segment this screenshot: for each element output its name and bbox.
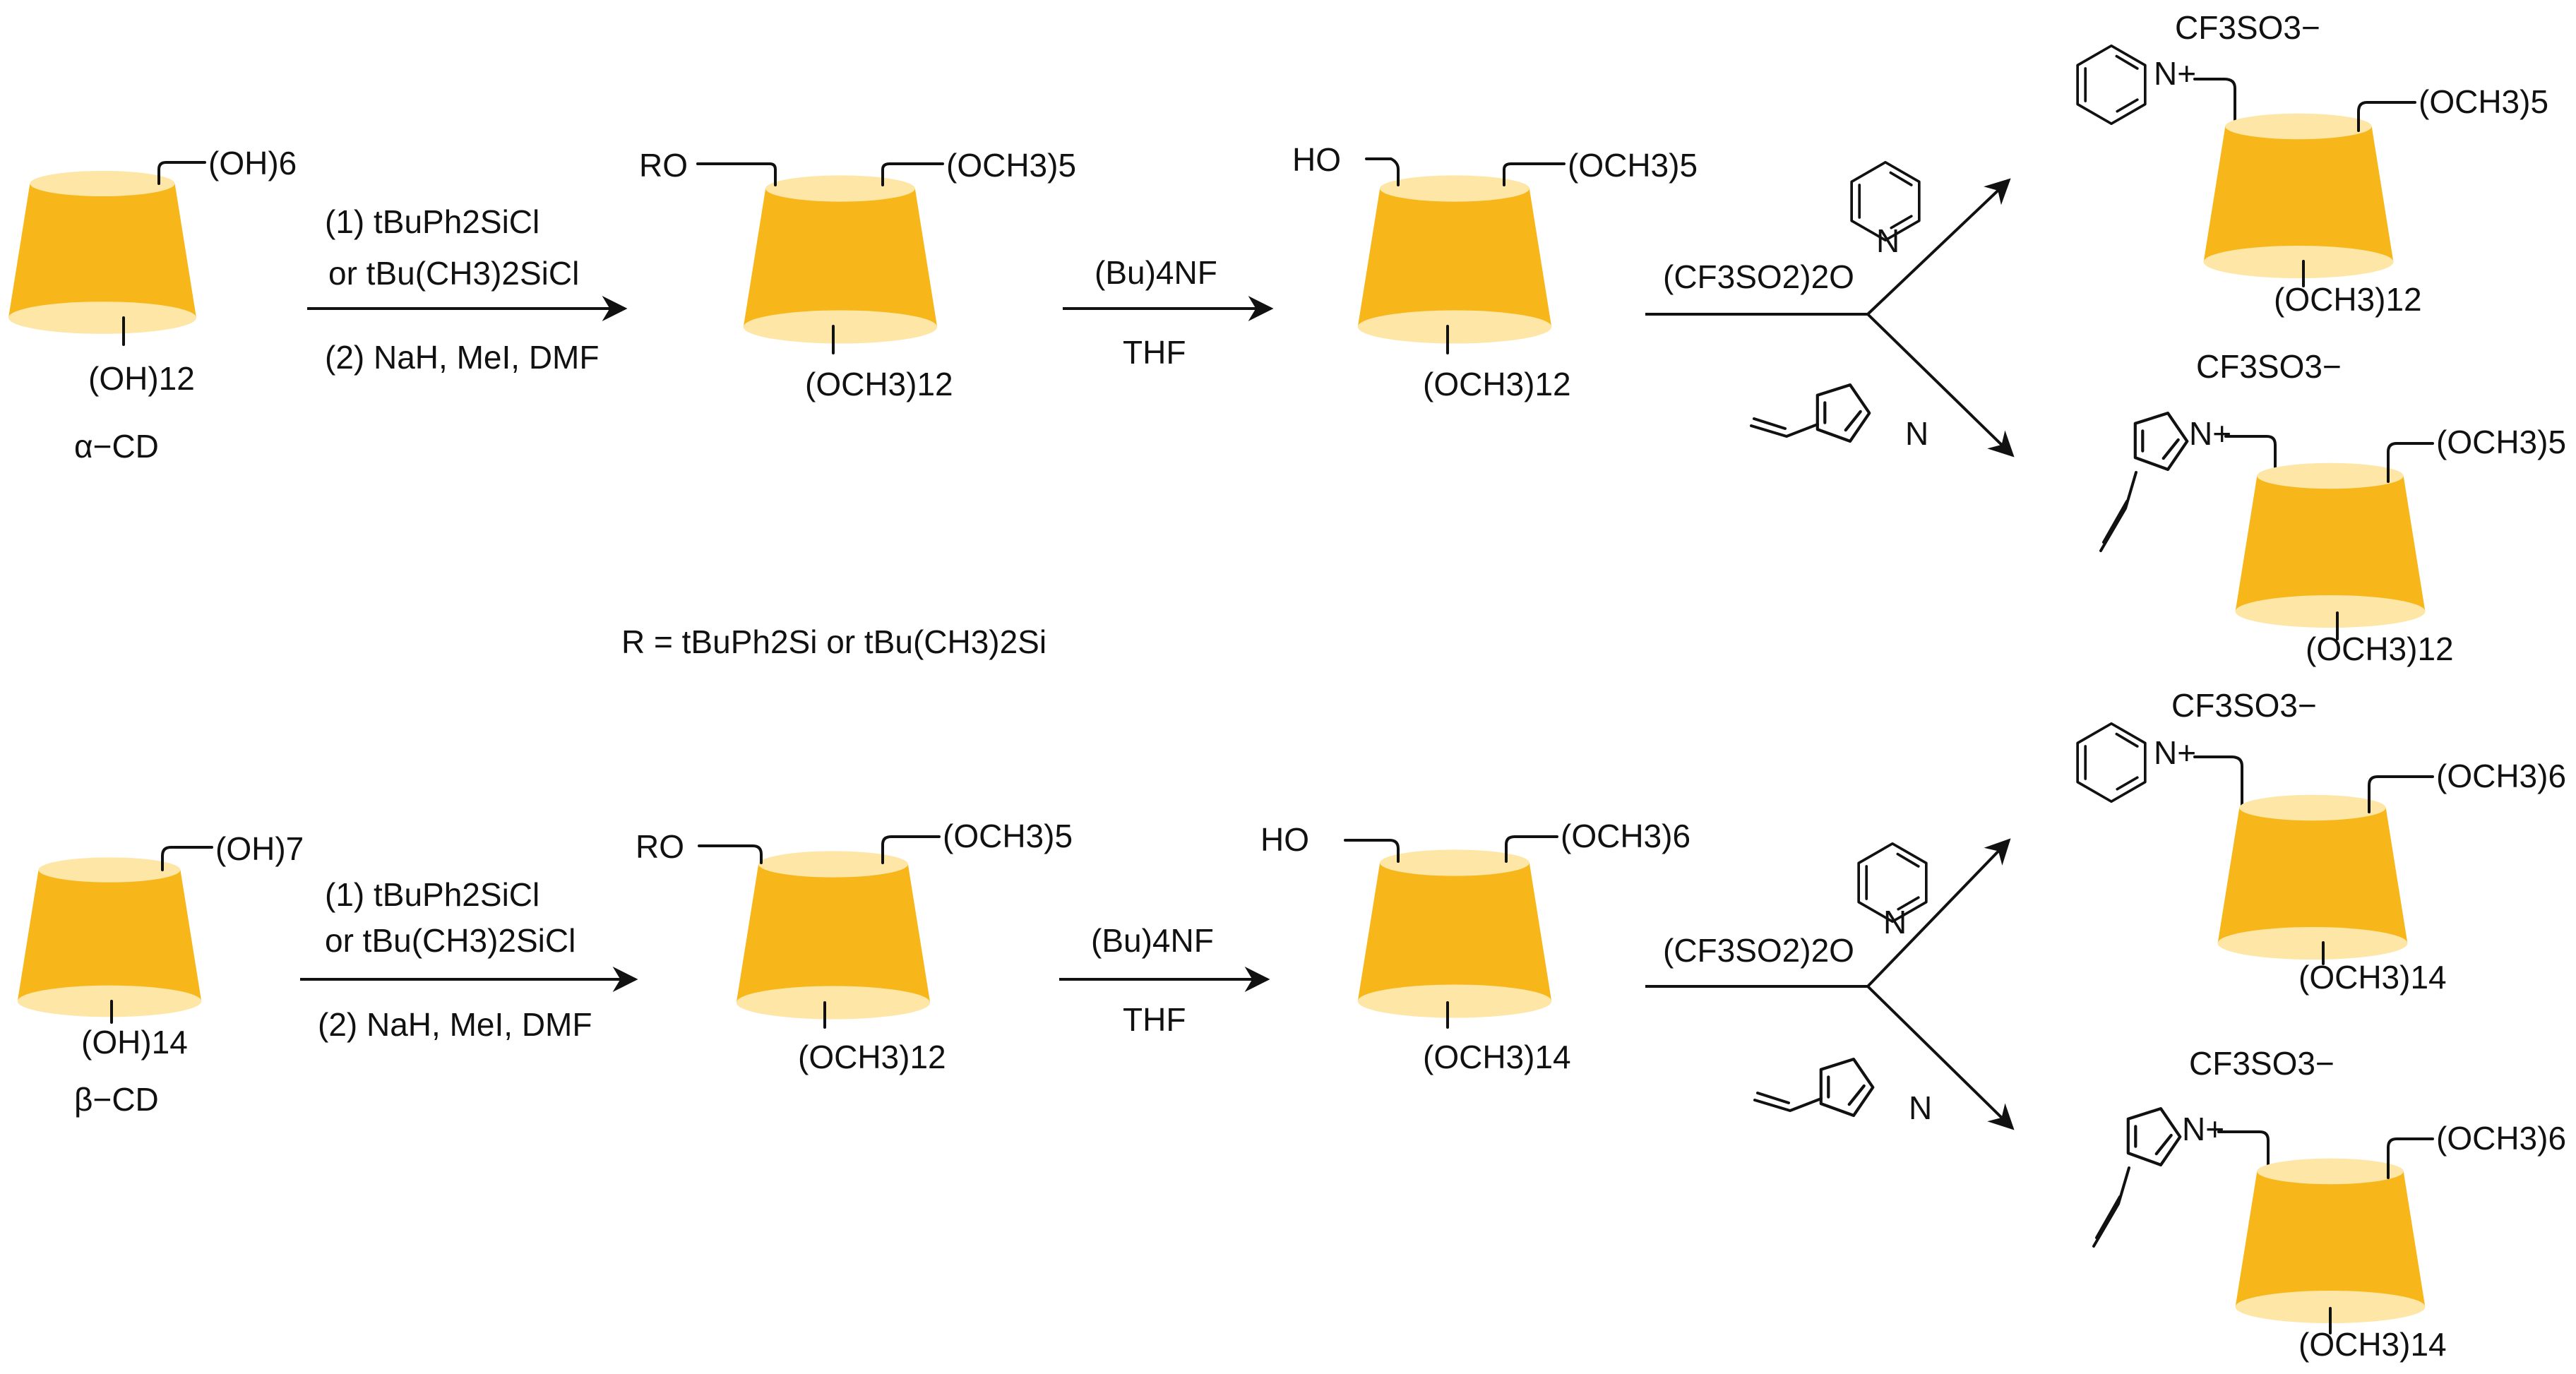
alpha-int2-cone-icon [1357,175,1552,344]
beta-im-cation-label: N+ [2182,1111,2224,1147]
beta-int2-right-label: (OCH3)6 [1561,818,1690,854]
beta-int1-bottom-label: (OCH3)12 [798,1039,946,1075]
alpha-vinylimidazole-reagent-icon: N [1750,385,1928,452]
beta-im-cone-icon [2235,1158,2426,1324]
beta-im-anion-label: CF3SO3− [2189,1045,2334,1082]
beta-pyridinium-product: N+ CF3SO3− (OCH3)6 (OCH3)14 [2076,687,2566,996]
beta-vinylimidazole-reagent-icon: N [1753,1059,1932,1126]
alpha-im-bottom-label: (OCH3)12 [2306,631,2454,667]
alpha-step3-reagent: (CF3SO2)2O [1663,258,1854,295]
beta-py-cation-label: N+ [2154,734,2196,771]
beta-int2-cone-icon [1357,849,1552,1018]
alpha-im-anion-label: CF3SO3− [2196,348,2342,385]
beta-pyridine-reagent-icon: N [1857,842,1928,940]
beta-py-bottom-label: (OCH3)14 [2298,959,2447,996]
alpha-py-bottom-label: (OCH3)12 [2274,281,2422,318]
beta-py-cone-icon [2217,794,2408,960]
alpha-imidazolium-product: N+ CF3SO3− (OCH3)5 (OCH3)12 [2099,348,2566,667]
alpha-py-cone-icon [2203,113,2394,279]
beta-cd-name: β−CD [74,1081,159,1118]
alpha-sm-top-label: (OH)6 [208,145,297,181]
alpha-im-right-label: (OCH3)5 [2436,424,2566,460]
beta-sm-bottom-label: (OH)14 [81,1024,188,1061]
svg-text:N: N [1876,222,1900,259]
beta-int2-left-label: HO [1260,821,1309,858]
beta-step2-solvent: THF [1123,1001,1186,1038]
alpha-int1-right-label: (OCH3)5 [946,147,1076,184]
alpha-py-right-label: (OCH3)5 [2419,83,2548,120]
alpha-cd-name: α−CD [74,428,159,465]
alpha-py-cation-label: N+ [2154,55,2196,92]
alpha-cd-cone-icon [8,170,196,334]
alpha-branch-arrow-imidazolium [1866,313,2015,458]
alpha-int2-right-label: (OCH3)5 [1568,147,1698,184]
beta-int1-right-label: (OCH3)5 [943,818,1073,854]
beta-int2-bottom-label: (OCH3)14 [1423,1039,1571,1075]
beta-step3-reagent: (CF3SO2)2O [1663,932,1854,969]
beta-imidazolium-product: N+ CF3SO3− (OCH3)6 (OCH3)14 [2092,1045,2566,1363]
r-group-definition: R = tBuPh2Si or tBu(CH3)2Si [621,623,1046,660]
beta-step1-reagent-3: (2) NaH, MeI, DMF [318,1006,592,1043]
alpha-int1-bottom-label: (OCH3)12 [805,366,953,402]
alpha-pyridinium-product: N+ CF3SO3− (OCH3)5 (OCH3)12 [2076,9,2548,318]
alpha-step1-reagent-3: (2) NaH, MeI, DMF [325,339,599,376]
alpha-im-cation-label: N+ [2189,415,2231,452]
alpha-row: (OH)6 (OH)12 α−CD (1) tBuPh2SiCl or tBu(… [8,9,2566,667]
alpha-int2-left-label: HO [1292,141,1341,178]
beta-int1-left-label: RO [636,828,684,865]
alpha-py-anion-label: CF3SO3− [2175,9,2320,46]
beta-cd-cone-icon [17,857,202,1017]
alpha-pyridine-reagent-icon: N [1850,160,1921,259]
alpha-int2-bottom-label: (OCH3)12 [1423,366,1571,402]
svg-text:N: N [1883,904,1907,940]
alpha-im-cone-icon [2235,462,2426,628]
alpha-step2-solvent: THF [1123,334,1186,371]
alpha-step1-reagent-1: (1) tBuPh2SiCl [325,203,539,240]
svg-text:N: N [1909,1089,1932,1126]
alpha-int1-left-label: RO [639,147,688,184]
beta-im-bottom-label: (OCH3)14 [2298,1326,2447,1363]
beta-row: (OH)7 (OH)14 β−CD (1) tBuPh2SiCl or tBu(… [17,687,2566,1363]
alpha-step1-reagent-2: or tBu(CH3)2SiCl [328,255,579,292]
beta-step2-reagent: (Bu)4NF [1091,922,1214,959]
svg-text:N: N [1905,415,1928,452]
beta-im-right-label: (OCH3)6 [2436,1120,2566,1157]
alpha-sm-bottom-label: (OH)12 [88,360,195,397]
alpha-step2-reagent: (Bu)4NF [1095,254,1217,291]
beta-branch-arrow-pyridinium [1866,838,2011,988]
alpha-int1-cone-icon [743,175,938,344]
beta-branch-arrow-imidazolium [1866,985,2015,1130]
beta-int1-cone-icon [736,851,931,1020]
beta-py-right-label: (OCH3)6 [2436,758,2566,794]
alpha-branch-arrow-pyridinium [1866,178,2011,316]
beta-sm-top-label: (OH)7 [215,830,304,867]
beta-step1-reagent-2: or tBu(CH3)2SiCl [325,922,576,959]
beta-step1-reagent-1: (1) tBuPh2SiCl [325,876,539,913]
beta-py-anion-label: CF3SO3− [2171,687,2317,724]
